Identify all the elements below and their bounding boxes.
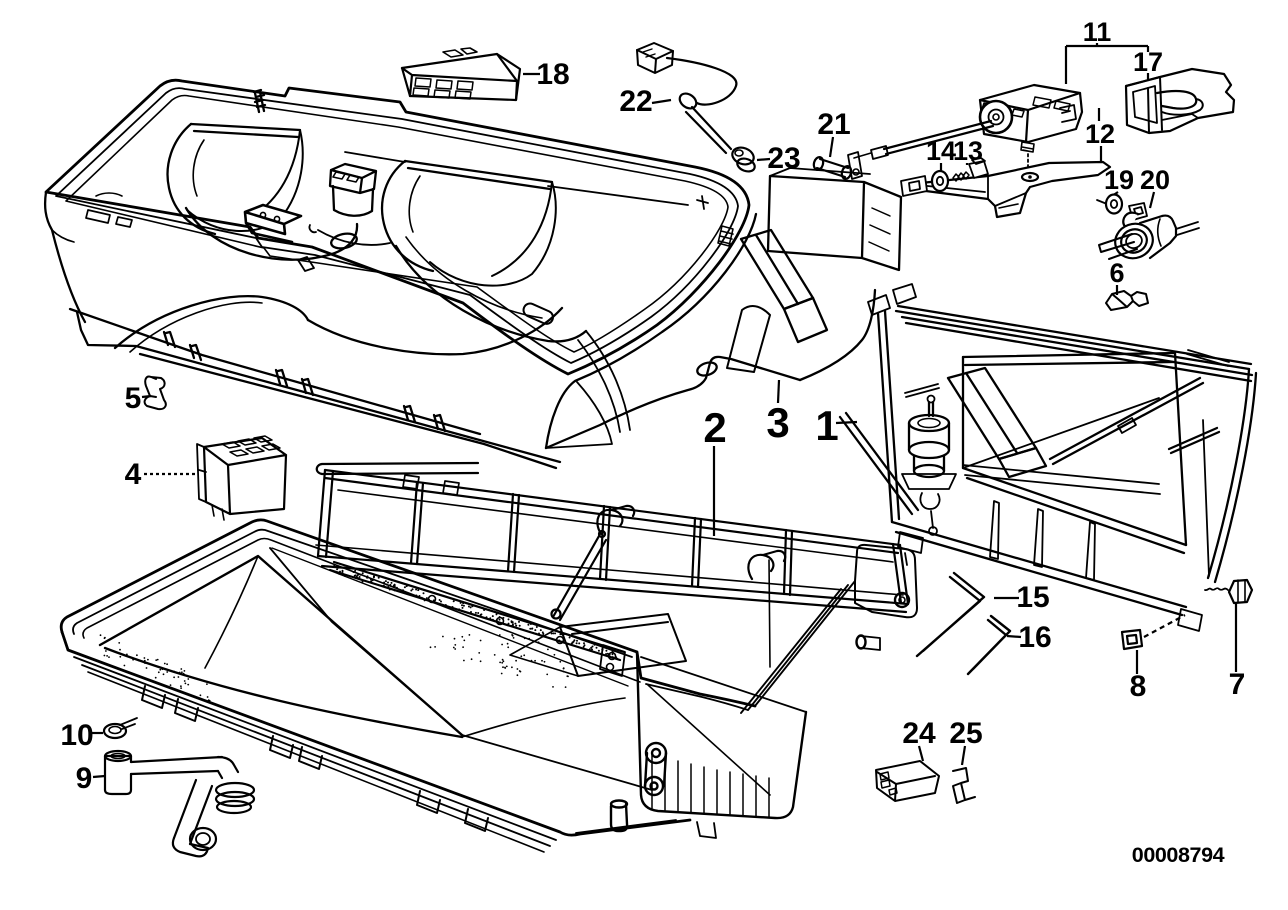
svg-text:15: 15 <box>1016 581 1049 614</box>
svg-text:14: 14 <box>926 136 956 166</box>
svg-text:4: 4 <box>125 458 142 491</box>
svg-text:20: 20 <box>1140 165 1170 195</box>
svg-text:9: 9 <box>76 762 93 795</box>
svg-text:25: 25 <box>949 717 982 750</box>
svg-text:10: 10 <box>60 719 93 752</box>
svg-text:22: 22 <box>619 85 652 118</box>
svg-text:19: 19 <box>1104 165 1134 195</box>
svg-text:21: 21 <box>817 108 850 141</box>
svg-text:11: 11 <box>1083 17 1112 47</box>
svg-text:16: 16 <box>1018 621 1051 654</box>
svg-text:5: 5 <box>125 382 142 415</box>
svg-text:3: 3 <box>766 399 789 446</box>
svg-text:8: 8 <box>1130 670 1147 703</box>
svg-text:18: 18 <box>536 58 569 91</box>
svg-text:00008794: 00008794 <box>1132 843 1225 867</box>
svg-text:2: 2 <box>703 404 726 451</box>
svg-text:24: 24 <box>902 717 936 750</box>
svg-text:6: 6 <box>1109 258 1124 288</box>
svg-text:12: 12 <box>1085 119 1115 149</box>
svg-text:7: 7 <box>1229 668 1246 701</box>
svg-text:1: 1 <box>815 402 838 449</box>
